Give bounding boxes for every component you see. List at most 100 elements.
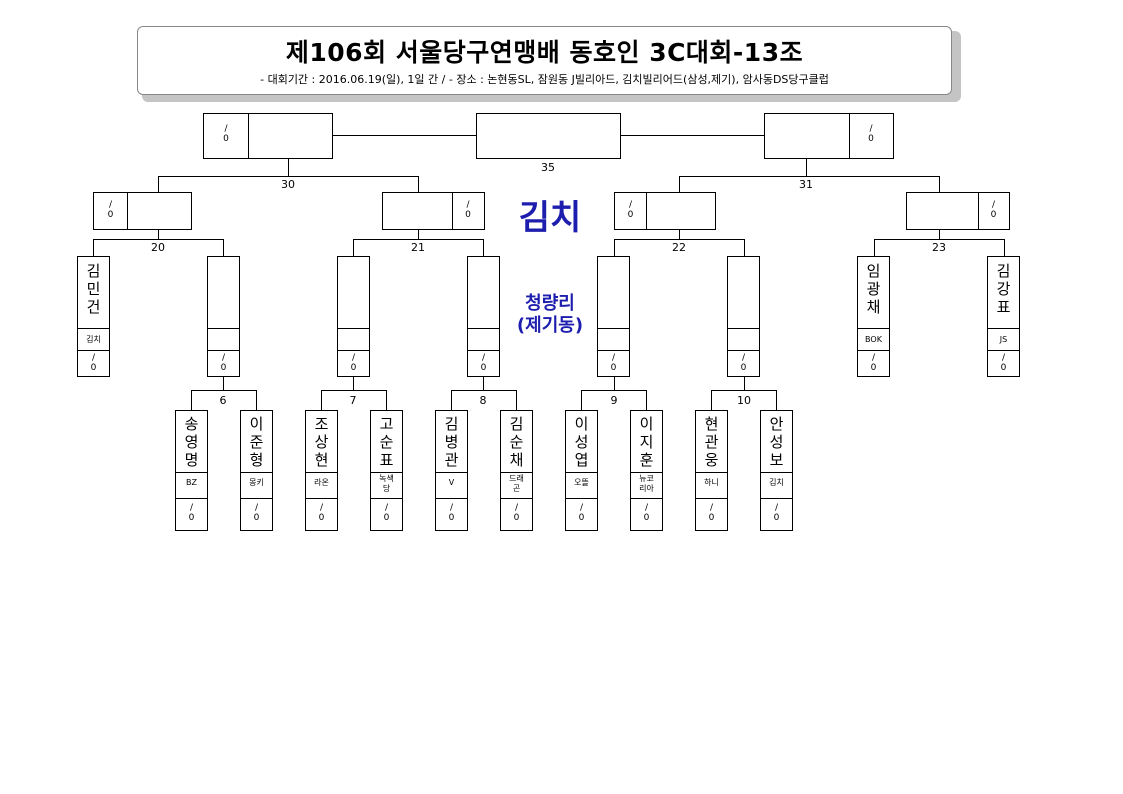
connector-line (614, 376, 615, 390)
final-slot-right: /0 (764, 113, 894, 159)
connector-line (158, 176, 418, 177)
winner-slot-7: /0 (337, 256, 370, 377)
connector-line (321, 390, 322, 411)
player-club: 김치 (86, 335, 101, 344)
match-number-6: 6 (219, 394, 227, 407)
player-club: 김치 (769, 478, 784, 487)
connector-line (516, 390, 517, 411)
score-cell: /0 (465, 200, 471, 220)
connector-line (620, 135, 764, 136)
connector-line (679, 176, 680, 193)
player-club: V (448, 478, 455, 487)
score-cell: /0 (223, 124, 229, 144)
score-cell: /0 (350, 353, 357, 373)
score-cell: /0 (1000, 353, 1007, 373)
score-cell: /0 (480, 353, 487, 373)
connector-line (451, 390, 516, 391)
player-club: 하니 (704, 478, 719, 487)
match-number-22: 22 (672, 241, 686, 254)
winner-slot-8: /0 (467, 256, 500, 377)
connector-line (451, 390, 452, 411)
connector-line (223, 239, 224, 257)
connector-line (711, 390, 776, 391)
match-number-23: 23 (932, 241, 946, 254)
connector-line (679, 176, 939, 177)
connector-line (679, 229, 680, 239)
connector-line (806, 158, 807, 176)
connector-line (158, 176, 159, 193)
connector-line (711, 390, 712, 411)
winner-slot-21: /0 (382, 192, 485, 230)
connector-line (158, 229, 159, 239)
winner-slot-22: /0 (614, 192, 716, 230)
winner-slot-10: /0 (727, 256, 760, 377)
score-cell: /0 (643, 503, 650, 523)
match-number-10: 10 (737, 394, 751, 407)
connector-line (288, 158, 289, 176)
title-panel: 제106회 서울당구연맹배 동호인 3C대회-13조 - 대회기간 : 2016… (137, 26, 952, 95)
connector-line (321, 390, 386, 391)
connector-line (614, 239, 744, 240)
score-cell: /0 (513, 503, 520, 523)
match-number-9: 9 (610, 394, 618, 407)
page-title: 제106회 서울당구연맹배 동호인 3C대회-13조 (285, 38, 804, 67)
winner-slot-20: /0 (93, 192, 192, 230)
winner-slot-9: /0 (597, 256, 630, 377)
score-cell: /0 (253, 503, 260, 523)
connector-line (646, 390, 647, 411)
connector-line (191, 390, 192, 411)
connector-line (353, 376, 354, 390)
player-club: 몽키 (249, 478, 264, 487)
score-cell: /0 (188, 503, 195, 523)
score-cell: /0 (990, 200, 997, 220)
score-cell: /0 (868, 124, 874, 144)
connector-line (386, 390, 387, 411)
connector-line (1004, 239, 1005, 257)
connector-line (939, 229, 940, 239)
match-number-20: 20 (151, 241, 165, 254)
score-cell: /0 (318, 503, 325, 523)
connector-line (939, 176, 940, 193)
connector-line (581, 390, 646, 391)
connector-line (874, 239, 875, 257)
venue-label-main: 김치 (518, 198, 582, 238)
player-club: JS (999, 335, 1008, 344)
match-number-35: 35 (541, 161, 555, 174)
connector-line (483, 376, 484, 390)
page-subtitle: - 대회기간 : 2016.06.19(일), 1일 간 / - 장소 : 논현… (260, 73, 829, 86)
connector-line (744, 239, 745, 257)
connector-line (776, 390, 777, 411)
connector-line (744, 376, 745, 390)
connector-line (256, 390, 257, 411)
match-number-8: 8 (479, 394, 487, 407)
connector-line (223, 376, 224, 390)
winner-slot-6: /0 (207, 256, 240, 377)
score-cell: /0 (90, 353, 97, 373)
score-cell: /0 (773, 503, 780, 523)
connector-line (191, 390, 256, 391)
